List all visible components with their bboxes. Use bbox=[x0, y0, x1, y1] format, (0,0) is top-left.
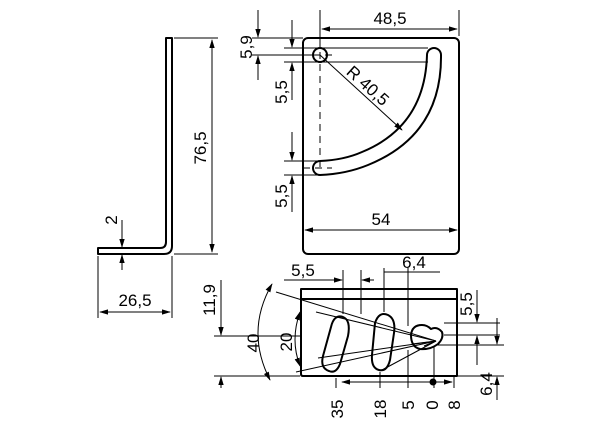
dim-top-right-depth: 6,4 bbox=[477, 372, 496, 396]
side-view-profile bbox=[97, 37, 173, 255]
dim-front-radius: R 40,5 bbox=[343, 62, 393, 110]
dim-top-right-width: 5,5 bbox=[457, 292, 476, 316]
dim-bottom-18: 18 bbox=[371, 400, 390, 419]
dim-side-height: 76,5 bbox=[191, 131, 210, 164]
dim-bottom-35: 35 bbox=[328, 400, 347, 419]
dim-top-hole-dia: 6,4 bbox=[402, 253, 426, 272]
dim-top-angle-outer: 40 bbox=[244, 334, 263, 353]
dim-bottom-0: 0 bbox=[423, 400, 442, 409]
top-view-slot-left bbox=[321, 315, 350, 373]
dim-front-slot-bottom: 5,5 bbox=[272, 184, 291, 208]
dim-front-slot-top: 5,5 bbox=[272, 80, 291, 104]
dim-front-width: 48,5 bbox=[373, 9, 406, 28]
dim-top-angle-inner: 20 bbox=[277, 333, 296, 352]
side-view: 76,5 2 26,5 bbox=[97, 37, 218, 318]
top-view-outline bbox=[300, 288, 458, 377]
top-view-slot-middle bbox=[370, 313, 396, 372]
dim-top-depth: 11,9 bbox=[200, 284, 219, 316]
dim-bottom-8: 8 bbox=[445, 400, 464, 409]
dim-front-hole-offset: 5,9 bbox=[237, 35, 256, 59]
top-view: 40 20 11,9 5,5 6,4 5,5 6,4 bbox=[200, 253, 504, 418]
front-view: 48,5 5,9 5,5 5,5 R 40,5 54 bbox=[237, 9, 460, 255]
dim-bottom-5: 5 bbox=[399, 400, 418, 409]
front-view-plate bbox=[302, 37, 460, 255]
dim-side-leg: 26,5 bbox=[118, 291, 151, 310]
reference-dot bbox=[429, 378, 437, 386]
top-view-keyhole bbox=[410, 324, 444, 351]
front-view-arc-slot bbox=[312, 47, 443, 176]
dim-front-base: 54 bbox=[372, 210, 391, 229]
dim-top-slot-width: 5,5 bbox=[291, 261, 315, 280]
dim-side-thickness: 2 bbox=[102, 215, 121, 224]
